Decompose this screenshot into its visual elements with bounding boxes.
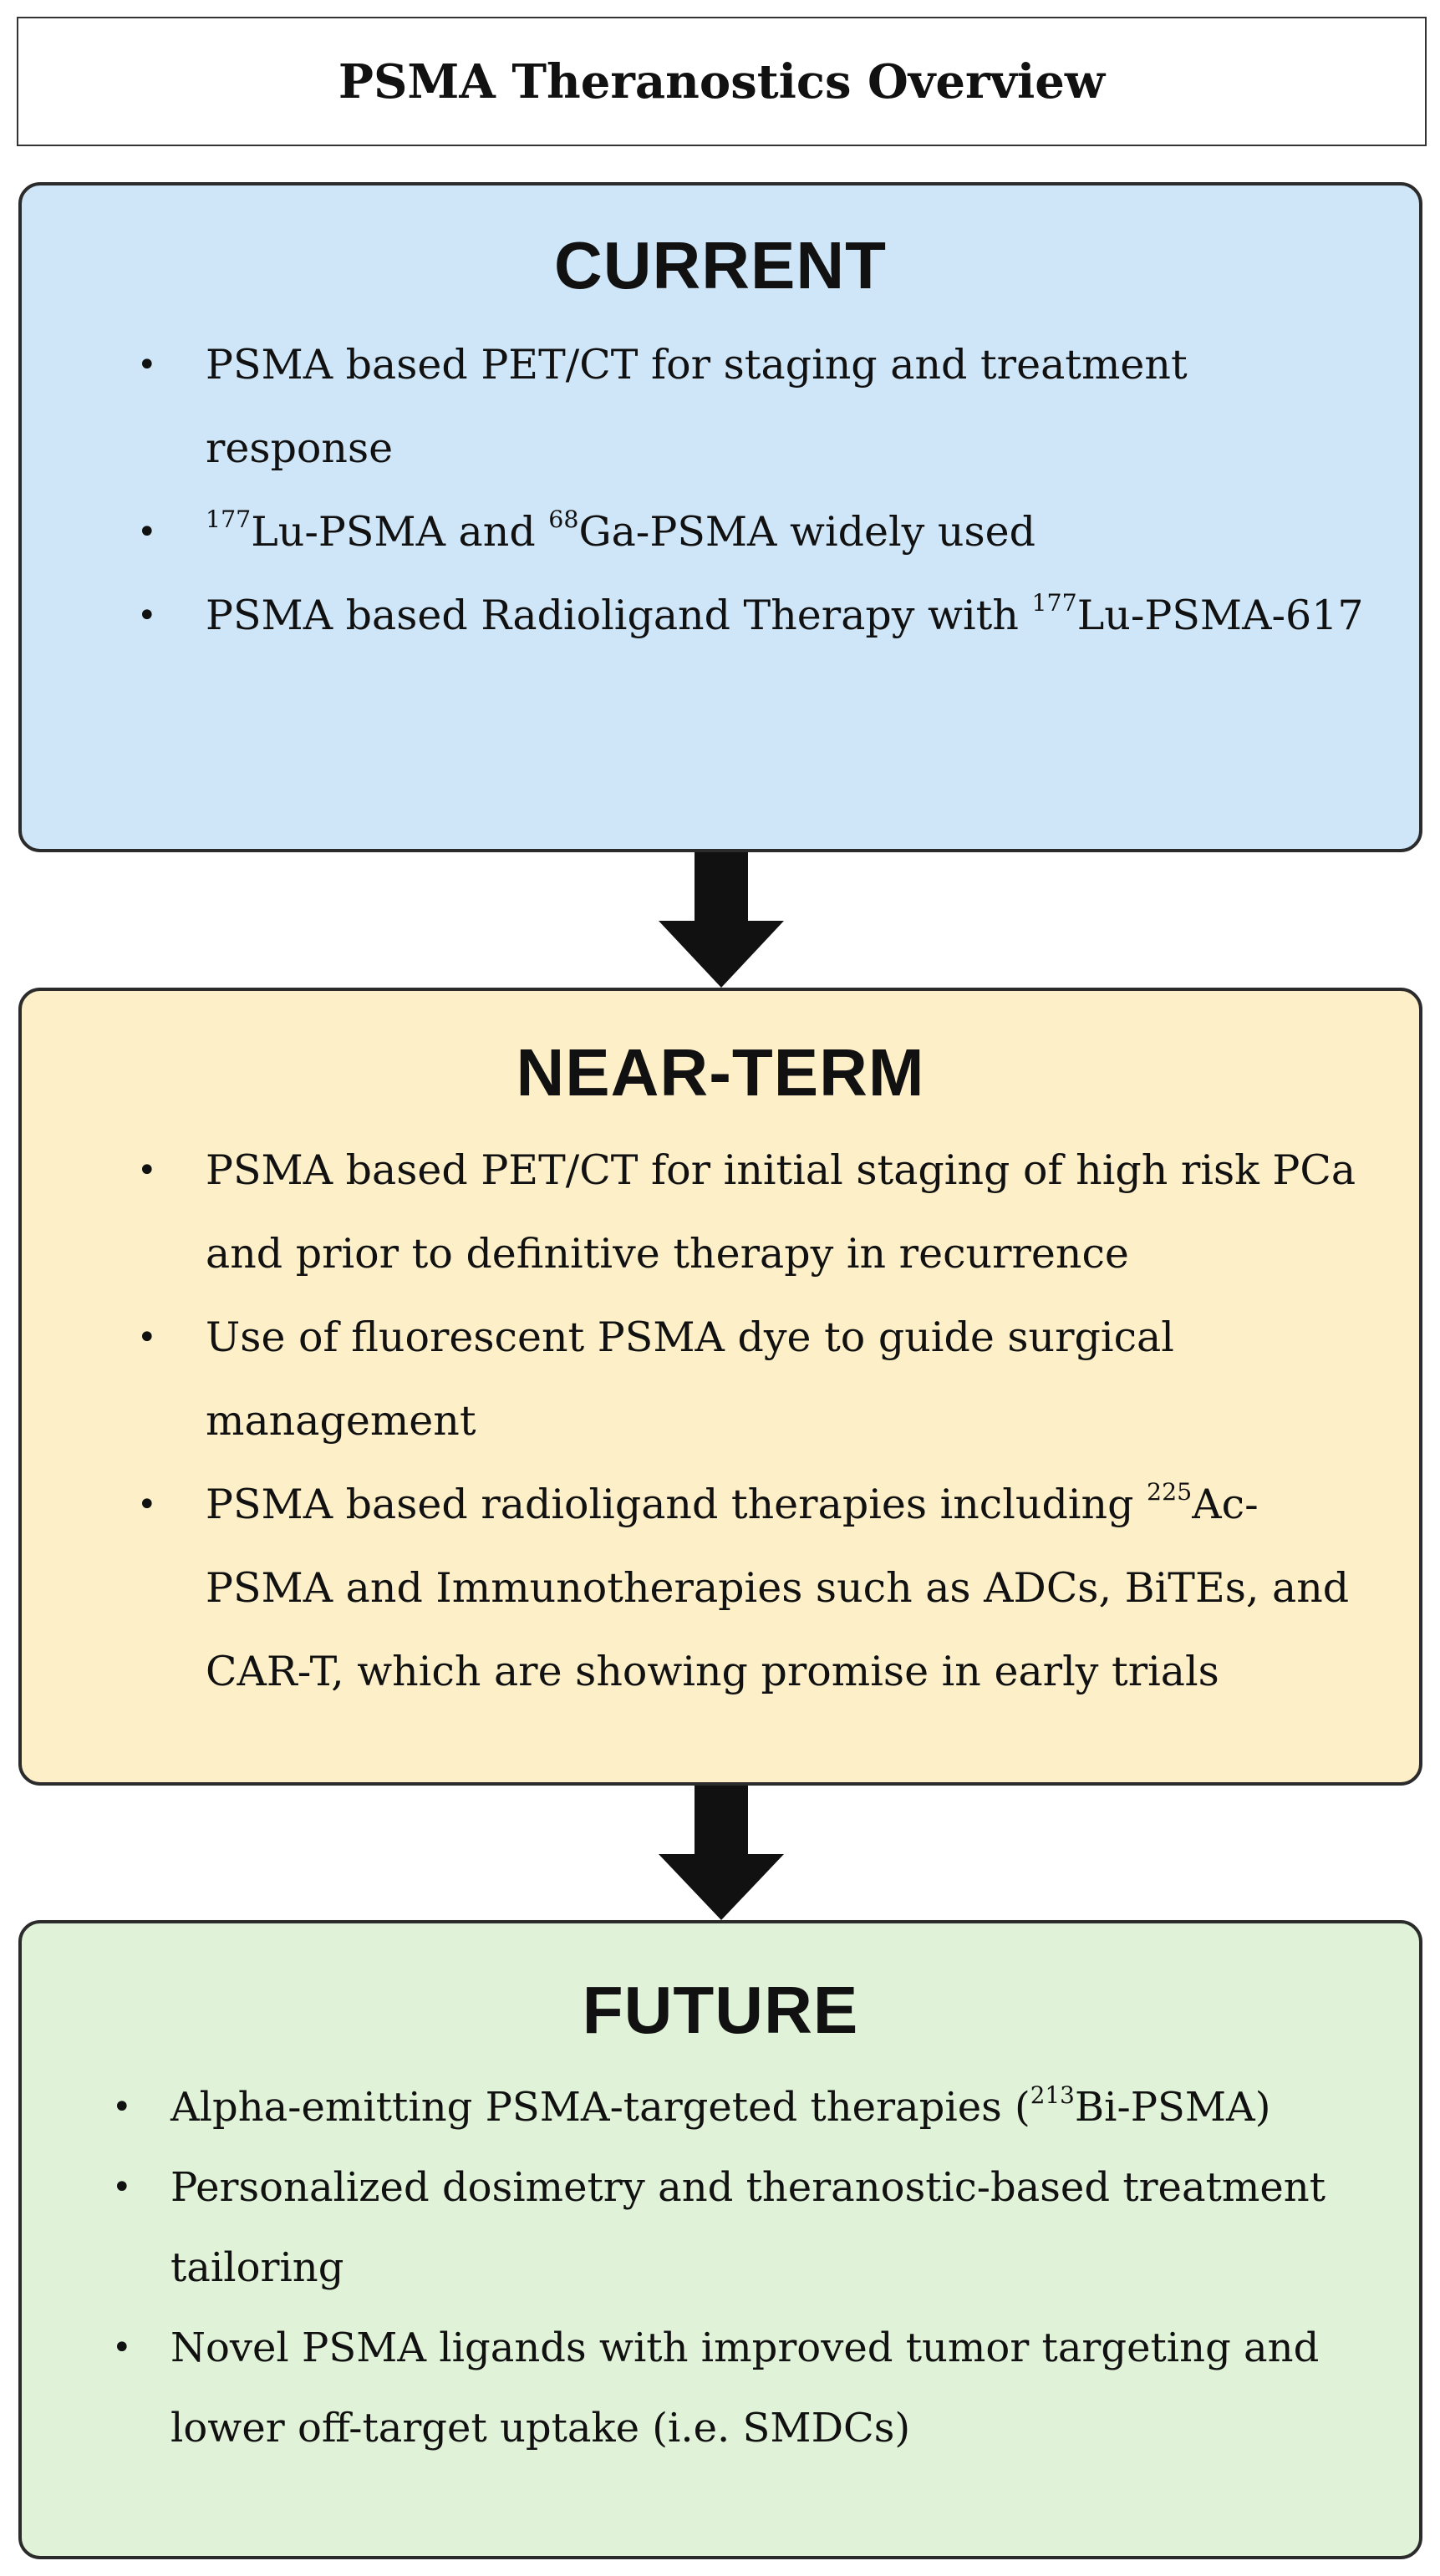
stage-future-list: • Alpha-emitting PSMA-targeted therapies… [105,2067,1369,2468]
bullet-icon: • [112,2088,132,2126]
item-text: PSMA based radioligand therapies includi… [206,1481,1147,1528]
stage-current-box: CURRENT • PSMA based PET/CT for staging … [18,182,1422,852]
isotope-mass: 213 [1030,2081,1075,2109]
stage-near-term-list: • PSMA based PET/CT for initial staging … [120,1129,1369,1714]
down-arrow-icon [659,852,784,988]
stage-near-term-box: NEAR-TERM • PSMA based PET/CT for initia… [18,988,1422,1786]
list-item: • Novel PSMA ligands with improved tumor… [105,2308,1369,2468]
item-text: PSMA based PET/CT for staging and treatm… [206,341,1188,472]
bullet-icon: • [137,1486,157,1524]
isotope-mass: 177 [1031,589,1077,617]
stage-future-box: FUTURE • Alpha-emitting PSMA-targeted th… [18,1920,1422,2559]
item-text: Novel PSMA ligands with improved tumor t… [170,2324,1320,2452]
list-item: • Personalized dosimetry and theranostic… [105,2147,1369,2308]
bullet-icon: • [112,2329,132,2367]
isotope-mass: 177 [206,506,252,534]
item-text: Ga-PSMA widely used [578,508,1035,556]
item-text: PSMA based Radioligand Therapy with [206,592,1032,639]
list-item: • PSMA based PET/CT for initial staging … [120,1129,1369,1296]
down-arrow-icon [659,1786,784,1920]
list-item: • PSMA based PET/CT for staging and trea… [120,323,1369,490]
stage-near-term-heading: NEAR-TERM [516,1035,925,1110]
item-text: Personalized dosimetry and theranostic-b… [170,2164,1326,2291]
list-item: • 177Lu-PSMA and 68Ga-PSMA widely used [120,490,1369,574]
list-item: • PSMA based Radioligand Therapy with 17… [120,574,1369,658]
list-item: • Use of fluorescent PSMA dye to guide s… [120,1296,1369,1463]
item-text: Ac-PSMA and Immunotherapies such as ADCs… [206,1481,1350,1695]
item-text: Lu-PSMA-617 [1076,592,1364,639]
bullet-icon: • [112,2168,132,2207]
list-item: • PSMA based radioligand therapies inclu… [120,1463,1369,1714]
item-text: Use of fluorescent PSMA dye to guide sur… [206,1313,1174,1445]
bullet-icon: • [137,597,157,635]
isotope-mass: 68 [548,506,579,534]
list-item: • Alpha-emitting PSMA-targeted therapies… [105,2067,1369,2147]
item-text: Lu-PSMA and [251,508,549,556]
bullet-icon: • [137,513,157,551]
stage-future-heading: FUTURE [582,1973,859,2047]
bullet-icon: • [137,346,157,384]
stage-current-list: • PSMA based PET/CT for staging and trea… [120,323,1369,658]
bullet-icon: • [137,1151,157,1190]
diagram-title: PSMA Theranostics Overview [17,17,1427,146]
item-text: Alpha-emitting PSMA-targeted therapies ( [170,2084,1030,2131]
item-text: PSMA based PET/CT for initial staging of… [206,1146,1356,1278]
stage-current-heading: CURRENT [553,228,888,302]
bullet-icon: • [137,1318,157,1357]
isotope-mass: 225 [1147,1478,1193,1506]
item-text: Bi-PSMA) [1074,2084,1271,2131]
